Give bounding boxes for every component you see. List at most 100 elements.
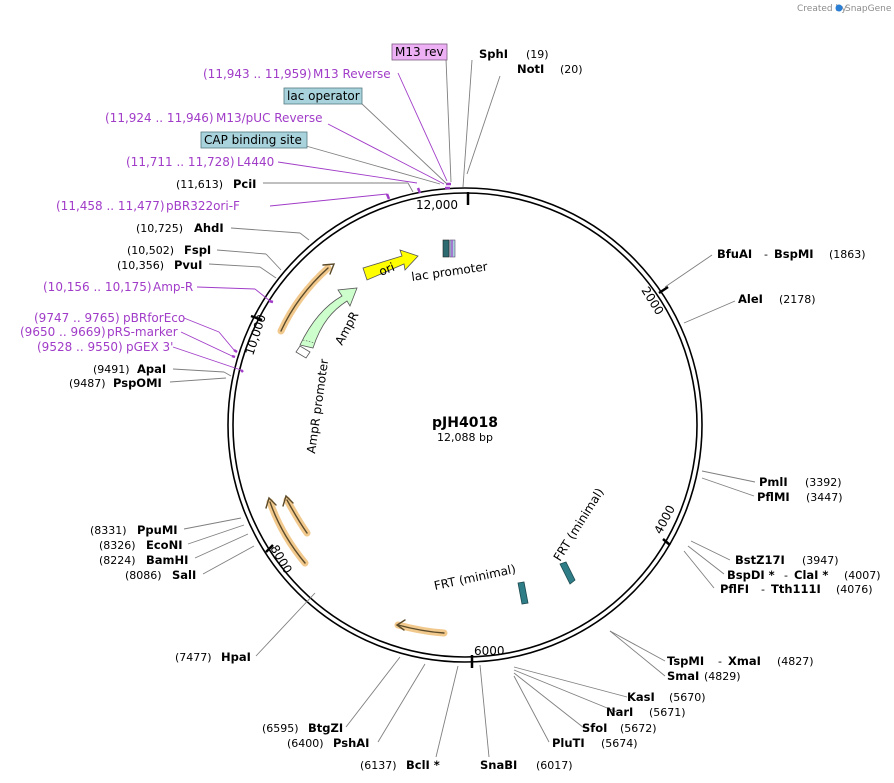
bamhi-name: BamHI	[146, 553, 188, 567]
feature-prs-marker[interactable]: (9650 .. 9669) pRS-marker	[20, 325, 178, 339]
pflmi-name: PflMI	[757, 490, 790, 504]
frt-feature-1[interactable]: FRT (minimal)	[551, 486, 607, 585]
ampr-label: AmpR	[332, 309, 361, 347]
m13-puc-range: (11,924 .. 11,946)	[105, 111, 214, 125]
lac-operator-label: lac operator	[287, 89, 360, 103]
box-leaders	[305, 58, 452, 185]
enzyme-econi[interactable]: (8326) EcoNI	[99, 538, 182, 552]
feature-pbrforeco[interactable]: (9747 .. 9765) pBRforEco	[34, 311, 185, 325]
l4440-range: (11,711 .. 11,728)	[126, 155, 235, 169]
enzyme-sfoi[interactable]: SfoI (5672)	[582, 721, 657, 735]
tspmi-name: TspMI	[667, 654, 704, 668]
primer-marks	[231, 182, 451, 373]
lac-operator-box[interactable]: lac operator	[283, 87, 363, 105]
ampr-promoter-label: AmpR promoter	[304, 358, 331, 454]
tick-12000: 12,000	[416, 198, 458, 212]
pmli-pos: (3392)	[805, 476, 842, 489]
enzyme-pcii[interactable]: (11,613) PciI	[176, 177, 256, 191]
enzyme-bfuai-bspmi[interactable]: BfuAI - BspMI (1863)	[717, 247, 866, 261]
enzyme-alei[interactable]: AleI (2178)	[738, 292, 816, 306]
fspi-pos: (10,502)	[127, 244, 174, 257]
cap-binding-box[interactable]: CAP binding site	[200, 131, 308, 149]
bamhi-pos: (8224)	[99, 554, 136, 567]
enzyme-nari[interactable]: NarI (5671)	[606, 705, 686, 719]
hpai-pos: (7477)	[175, 651, 212, 664]
enzyme-snabi[interactable]: SnaBI (6017)	[480, 758, 573, 772]
ahdi-name: AhdI	[194, 221, 224, 235]
pflmi-pos: (3447)	[806, 491, 843, 504]
ori-feature[interactable]: ori	[362, 249, 419, 281]
backbone-outer-ring	[227, 187, 703, 663]
enzyme-bstz17i[interactable]: BstZ17I (3947)	[735, 553, 839, 567]
orf-arrows	[265, 263, 448, 637]
enzyme-sphi[interactable]: SphI (19)	[479, 47, 549, 61]
frt1-label: FRT (minimal)	[551, 486, 607, 564]
enzyme-tspmi-xmai[interactable]: TspMI - XmaI (4827)	[667, 654, 814, 668]
enzyme-bcli[interactable]: (6137) BclI *	[360, 758, 440, 772]
feature-amp-r-primer[interactable]: (10,156 .. 10,175) Amp-R	[43, 280, 193, 294]
enzyme-pflmi[interactable]: PflMI (3447)	[757, 490, 843, 504]
enzyme-pvui[interactable]: (10,356) PvuI	[117, 258, 202, 272]
pspomi-name: PspOMI	[113, 376, 162, 390]
enzyme-btgzi[interactable]: (6595) BtgZI	[262, 721, 343, 735]
pcii-name: PciI	[233, 177, 256, 191]
lac-promoter-feature[interactable]: lac promoter	[410, 239, 489, 284]
frt-feature-2[interactable]: FRT (minimal)	[433, 562, 529, 605]
bspmi-name: BspMI	[774, 247, 814, 261]
m13-reverse-name: M13 Reverse	[313, 67, 391, 81]
feature-pgex3[interactable]: (9528 .. 9550) pGEX 3'	[37, 340, 173, 354]
enzyme-kasi[interactable]: KasI (5670)	[627, 690, 706, 704]
feature-m13-reverse[interactable]: (11,943 .. 11,959) M13 Reverse	[203, 67, 391, 81]
fspi-name: FspI	[184, 243, 211, 257]
noti-name: NotI	[517, 62, 544, 76]
enzyme-pshai[interactable]: (6400) PshAI	[287, 736, 369, 750]
amp-r-name: Amp-R	[153, 280, 193, 294]
enzyme-ahdi[interactable]: (10,725) AhdI	[136, 221, 224, 235]
pbrforeco-name: pBRforEco	[123, 311, 185, 325]
tspmi-sep: -	[718, 655, 722, 668]
econi-pos: (8326)	[99, 539, 136, 552]
prs-marker-range: (9650 .. 9669)	[20, 325, 106, 339]
hpai-name: HpaI	[221, 650, 251, 664]
snabi-name: SnaBI	[480, 758, 517, 772]
pmli-name: PmlI	[759, 475, 788, 489]
enzyme-smai[interactable]: SmaI (4829)	[667, 669, 741, 683]
nari-pos: (5671)	[649, 706, 686, 719]
enzyme-hpai[interactable]: (7477) HpaI	[175, 650, 251, 664]
enzyme-ppumi[interactable]: (8331) PpuMI	[90, 523, 178, 537]
ampr-promoter-feature[interactable]: AmpR promoter	[295, 345, 331, 454]
btgzi-name: BtgZI	[308, 721, 343, 735]
enzyme-noti[interactable]: NotI (20)	[517, 62, 583, 76]
feature-m13-puc[interactable]: (11,924 .. 11,946) M13/pUC Reverse	[105, 111, 323, 125]
tick-6000: 6000	[474, 644, 505, 658]
snapgene-credit: Created by SnapGene	[797, 4, 892, 14]
snapgene-logo-icon	[835, 4, 843, 12]
pbr322ori-range: (11,458 .. 11,477)	[56, 199, 165, 213]
enzyme-pspomi[interactable]: (9487) PspOMI	[69, 376, 162, 390]
feature-pbr322ori[interactable]: (11,458 .. 11,477) pBR322ori-F	[56, 199, 240, 213]
enzyme-pflfi-tth111i[interactable]: PflFI - Tth111I (4076)	[720, 582, 873, 596]
m13-rev-box[interactable]: M13 rev	[391, 43, 448, 61]
enzyme-sali[interactable]: (8086) SalI	[125, 568, 196, 582]
bfuai-sep: -	[764, 248, 768, 261]
sali-pos: (8086)	[125, 569, 162, 582]
m13-reverse-range: (11,943 .. 11,959)	[203, 67, 312, 81]
enzyme-fspi[interactable]: (10,502) FspI	[127, 243, 211, 257]
smai-pos: (4829)	[704, 670, 741, 683]
enzyme-pmli[interactable]: PmlI (3392)	[759, 475, 842, 489]
feature-l4440[interactable]: (11,711 .. 11,728) L4440	[126, 155, 274, 169]
tick-2000: 2000	[638, 284, 666, 317]
credit-brand: SnapGene	[845, 4, 892, 14]
enzyme-bamhi[interactable]: (8224) BamHI	[99, 553, 188, 567]
pflfi-pos: (4076)	[836, 583, 873, 596]
ampr-feature[interactable]: AmpR	[299, 287, 361, 349]
enzyme-apai[interactable]: (9491) ApaI	[93, 362, 166, 376]
pbr322ori-name: pBR322ori-F	[166, 199, 240, 213]
ppumi-name: PpuMI	[137, 523, 178, 537]
pluti-name: PluTI	[552, 736, 585, 750]
enzyme-bspdi-clai[interactable]: BspDI * - ClaI * (4007)	[727, 568, 881, 582]
alei-pos: (2178)	[779, 293, 816, 306]
enzyme-pluti[interactable]: PluTI (5674)	[552, 736, 638, 750]
sphi-pos: (19)	[526, 48, 549, 61]
